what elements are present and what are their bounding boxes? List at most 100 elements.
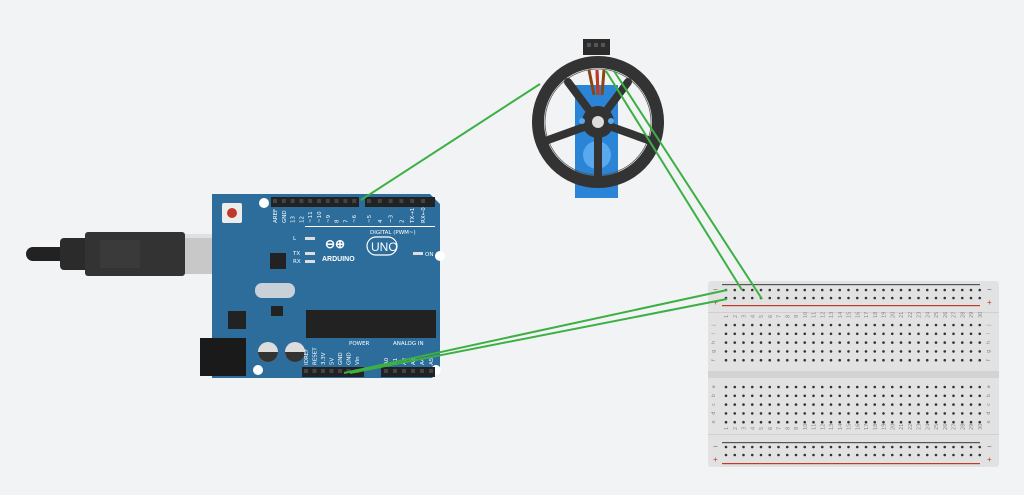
breadboard-hole[interactable] bbox=[917, 323, 920, 327]
breadboard-hole[interactable] bbox=[899, 332, 903, 336]
rail-hole[interactable] bbox=[838, 445, 842, 449]
wire-5v-to-rail[interactable] bbox=[349, 298, 728, 374]
rail-hole[interactable] bbox=[890, 453, 894, 457]
rail-hole[interactable] bbox=[750, 296, 754, 300]
rail-hole[interactable] bbox=[925, 445, 929, 449]
breadboard-hole[interactable] bbox=[864, 332, 868, 336]
breadboard-hole[interactable] bbox=[934, 412, 938, 415]
breadboard-hole[interactable] bbox=[724, 350, 728, 353]
breadboard-hole[interactable] bbox=[952, 394, 955, 398]
breadboard-hole[interactable] bbox=[768, 358, 772, 362]
header-pin[interactable] bbox=[281, 199, 286, 203]
breadboard-hole[interactable] bbox=[899, 323, 903, 327]
breadboard-hole[interactable] bbox=[838, 385, 842, 389]
breadboard-hole[interactable] bbox=[908, 350, 912, 353]
rail-hole[interactable] bbox=[803, 453, 807, 457]
breadboard-hole[interactable] bbox=[908, 412, 912, 415]
rail-hole[interactable] bbox=[899, 445, 903, 449]
header-pin[interactable] bbox=[399, 199, 404, 203]
breadboard-hole[interactable] bbox=[943, 394, 947, 398]
breadboard-hole[interactable] bbox=[969, 385, 973, 389]
breadboard-hole[interactable] bbox=[803, 323, 807, 327]
breadboard-hole[interactable] bbox=[777, 403, 780, 406]
breadboard-hole[interactable] bbox=[812, 323, 815, 327]
breadboard-hole[interactable] bbox=[890, 323, 894, 327]
rail-hole[interactable] bbox=[750, 453, 754, 457]
breadboard-hole[interactable] bbox=[855, 341, 859, 344]
breadboard-hole[interactable] bbox=[829, 323, 833, 327]
breadboard-hole[interactable] bbox=[943, 403, 947, 406]
breadboard-hole[interactable] bbox=[820, 403, 824, 406]
rail-hole[interactable] bbox=[812, 288, 815, 292]
rail-hole[interactable] bbox=[899, 296, 903, 300]
breadboard-hole[interactable] bbox=[759, 323, 763, 327]
breadboard-hole[interactable] bbox=[724, 341, 728, 344]
rail-hole[interactable] bbox=[838, 288, 842, 292]
breadboard-hole[interactable] bbox=[960, 403, 964, 406]
rail-hole[interactable] bbox=[742, 445, 745, 449]
breadboard-hole[interactable] bbox=[917, 412, 920, 415]
breadboard-hole[interactable] bbox=[864, 420, 868, 424]
breadboard-hole[interactable] bbox=[750, 394, 754, 398]
rail-hole[interactable] bbox=[812, 296, 815, 300]
breadboard-hole[interactable] bbox=[820, 420, 824, 424]
breadboard-hole[interactable] bbox=[733, 385, 737, 389]
breadboard-hole[interactable] bbox=[969, 332, 973, 336]
breadboard-hole[interactable] bbox=[855, 403, 859, 406]
breadboard-hole[interactable] bbox=[794, 412, 798, 415]
breadboard-hole[interactable] bbox=[952, 412, 955, 415]
rail-hole[interactable] bbox=[742, 296, 745, 300]
breadboard-hole[interactable] bbox=[785, 358, 789, 362]
breadboard-hole[interactable] bbox=[855, 323, 859, 327]
breadboard-hole[interactable] bbox=[838, 420, 842, 424]
breadboard-hole[interactable] bbox=[978, 323, 982, 327]
rail-hole[interactable] bbox=[820, 445, 824, 449]
breadboard-hole[interactable] bbox=[724, 403, 728, 406]
wire-servo-to-breadboard-2[interactable] bbox=[613, 70, 763, 300]
breadboard-hole[interactable] bbox=[864, 394, 868, 398]
rail-hole[interactable] bbox=[829, 288, 833, 292]
breadboard-hole[interactable] bbox=[785, 385, 789, 389]
rail-hole[interactable] bbox=[768, 296, 772, 300]
breadboard-hole[interactable] bbox=[917, 394, 920, 398]
breadboard-hole[interactable] bbox=[908, 341, 912, 344]
wire-servo-to-breadboard-1[interactable] bbox=[605, 70, 743, 291]
breadboard-hole[interactable] bbox=[943, 385, 947, 389]
breadboard-hole[interactable] bbox=[724, 420, 728, 424]
breadboard-hole[interactable] bbox=[864, 385, 868, 389]
header-pin[interactable] bbox=[329, 369, 334, 373]
breadboard-hole[interactable] bbox=[742, 332, 745, 336]
breadboard-hole[interactable] bbox=[952, 323, 955, 327]
breadboard-hole[interactable] bbox=[759, 394, 763, 398]
rail-hole[interactable] bbox=[803, 296, 807, 300]
breadboard-hole[interactable] bbox=[855, 394, 859, 398]
header-pin[interactable] bbox=[299, 199, 304, 203]
breadboard-hole[interactable] bbox=[917, 358, 920, 362]
rail-hole[interactable] bbox=[829, 453, 833, 457]
header-pin[interactable] bbox=[317, 199, 321, 203]
header-pin[interactable] bbox=[410, 199, 415, 203]
breadboard-hole[interactable] bbox=[855, 332, 859, 336]
breadboard-hole[interactable] bbox=[978, 350, 982, 353]
breadboard-hole[interactable] bbox=[847, 412, 850, 415]
breadboard-hole[interactable] bbox=[934, 332, 938, 336]
breadboard-hole[interactable] bbox=[750, 403, 754, 406]
breadboard-hole[interactable] bbox=[882, 358, 885, 362]
rail-hole[interactable] bbox=[978, 296, 982, 300]
breadboard-hole[interactable] bbox=[873, 358, 877, 362]
breadboard-hole[interactable] bbox=[768, 394, 772, 398]
breadboard-hole[interactable] bbox=[724, 394, 728, 398]
breadboard-hole[interactable] bbox=[812, 350, 815, 353]
rail-hole[interactable] bbox=[969, 296, 973, 300]
header-pin[interactable] bbox=[384, 369, 388, 373]
rail-hole[interactable] bbox=[925, 453, 929, 457]
breadboard-hole[interactable] bbox=[899, 403, 903, 406]
breadboard-hole[interactable] bbox=[899, 358, 903, 362]
rail-hole[interactable] bbox=[794, 296, 798, 300]
header-pin[interactable] bbox=[321, 369, 325, 373]
breadboard-hole[interactable] bbox=[785, 332, 789, 336]
breadboard-hole[interactable] bbox=[917, 332, 920, 336]
breadboard-hole[interactable] bbox=[829, 332, 833, 336]
breadboard-hole[interactable] bbox=[934, 341, 938, 344]
rail-hole[interactable] bbox=[952, 445, 955, 449]
